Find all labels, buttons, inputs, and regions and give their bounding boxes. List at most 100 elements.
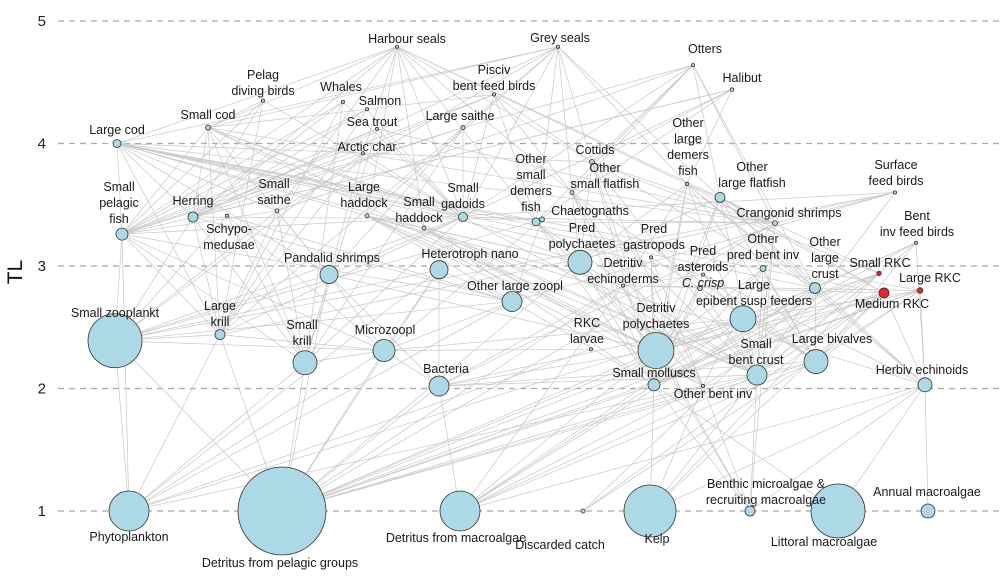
node-mzoo[interactable] (372, 339, 396, 362)
node-hseal[interactable] (394, 44, 399, 49)
node-olde[interactable] (685, 181, 690, 186)
node-osfl[interactable] (569, 190, 575, 195)
node-olfl[interactable] (714, 191, 726, 203)
node-schy[interactable] (224, 213, 229, 218)
node-bact[interactable] (428, 375, 450, 397)
link-schy-olzo (226, 215, 513, 302)
link-sgad-lkri (219, 216, 464, 335)
link-lcod-shad (116, 143, 425, 229)
node-sfb[interactable] (893, 190, 898, 195)
link-hseal-achr (362, 46, 398, 154)
link-strt-skri (304, 128, 378, 363)
node-label-line: Small zooplankt (71, 306, 160, 320)
node-lesf[interactable] (729, 305, 757, 333)
node-opbi[interactable] (759, 265, 767, 272)
node-salm[interactable] (364, 107, 369, 112)
node-her[interactable] (187, 211, 199, 223)
node-gseal[interactable] (556, 44, 561, 49)
node-label-smol: Small molluscs (612, 366, 695, 380)
node-spf[interactable] (115, 227, 129, 241)
node-lsai[interactable] (460, 125, 466, 130)
node-lhad[interactable] (364, 213, 370, 219)
node-dpol[interactable] (637, 332, 675, 369)
link-sfb-sbcr (756, 192, 896, 376)
link-her-skri (192, 216, 306, 363)
node-label-line: Large (204, 299, 236, 313)
node-olcr[interactable] (809, 282, 821, 294)
node-pgas[interactable] (649, 255, 654, 260)
node-cott[interactable] (589, 158, 595, 165)
node-sgad[interactable] (458, 212, 468, 222)
node-bmic[interactable] (744, 505, 756, 517)
node-rkcl[interactable] (589, 347, 594, 352)
node-kelp[interactable] (623, 484, 677, 538)
node-smol[interactable] (647, 378, 661, 392)
node-hali[interactable] (729, 87, 735, 92)
node-mrkc[interactable] (878, 287, 890, 299)
node-detp[interactable] (237, 466, 327, 556)
node-whal[interactable] (340, 99, 345, 104)
link-lrkc-hech (919, 290, 926, 385)
node-label-lsai: Large saithe (426, 109, 495, 123)
node-cran[interactable] (772, 220, 778, 227)
node-label-line: Medium RKC (855, 297, 929, 311)
link-mrkc-disc (582, 292, 885, 512)
node-shad[interactable] (421, 225, 427, 231)
node-lbiv[interactable] (803, 349, 829, 374)
y-tick-label: 2 (38, 381, 46, 398)
link-olde-dpol (655, 183, 688, 351)
node-lcod[interactable] (112, 139, 122, 148)
node-label-line: Phytoplankton (89, 530, 168, 544)
link-scod-ppol (207, 127, 581, 263)
node-dech[interactable] (621, 283, 626, 288)
node-label-line: Pandalid shrimps (284, 251, 380, 265)
link-bifb-lbiv (815, 242, 917, 362)
node-label-line: Microzoopl (355, 323, 415, 337)
node-lkri[interactable] (214, 329, 226, 341)
link-scod-sbcr (207, 127, 758, 376)
node-szoo[interactable] (87, 313, 143, 369)
link-lcod-her (116, 143, 194, 218)
node-disc[interactable] (580, 508, 586, 514)
node-lrkc[interactable] (916, 287, 924, 294)
node-olzo[interactable] (501, 291, 523, 312)
node-annm[interactable] (920, 503, 936, 519)
node-srkc[interactable] (876, 270, 882, 276)
node-label-line: gadoids (441, 197, 485, 211)
node-hech[interactable] (917, 377, 933, 393)
node-obin[interactable] (701, 384, 706, 389)
link-whal-sgad (342, 101, 464, 218)
node-ssai[interactable] (274, 208, 280, 214)
node-ccri[interactable] (697, 285, 703, 291)
node-scod[interactable] (205, 124, 211, 131)
node-past[interactable] (701, 272, 706, 277)
node-strt[interactable] (374, 126, 379, 131)
link-schy-szoo (114, 215, 228, 341)
node-hnan[interactable] (429, 260, 449, 280)
node-label-line: fish (109, 212, 129, 226)
node-skri[interactable] (292, 350, 318, 376)
node-label-bact: Bacteria (423, 362, 469, 376)
node-label-line: fish (678, 164, 698, 178)
node-label-obin: Other bent inv (674, 387, 753, 401)
node-osde[interactable] (531, 217, 541, 227)
node-otter[interactable] (691, 63, 696, 68)
node-achr[interactable] (360, 151, 365, 156)
node-sbcr[interactable] (746, 364, 768, 386)
node-detm[interactable] (439, 490, 481, 532)
node-label-scod: Small cod (181, 108, 236, 122)
node-bifb[interactable] (914, 240, 919, 245)
node-phyt[interactable] (108, 490, 150, 532)
node-ppol[interactable] (567, 249, 593, 275)
y-tick-label: 1 (38, 503, 46, 520)
node-label-line: inv feed birds (880, 225, 954, 239)
node-litm[interactable] (810, 483, 866, 539)
node-pelb[interactable] (260, 98, 265, 103)
node-pand[interactable] (319, 265, 339, 284)
link-sbcr-bact (438, 374, 758, 387)
link-hali-osde (535, 89, 733, 223)
node-pisc[interactable] (491, 92, 496, 97)
link-lcod-lrkc (116, 143, 921, 291)
